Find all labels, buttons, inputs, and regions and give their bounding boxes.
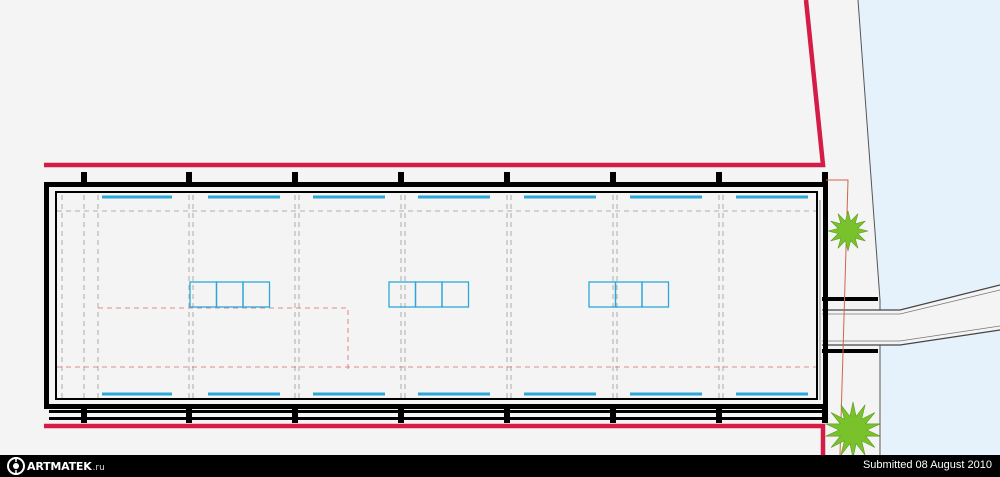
floor-plan bbox=[44, 0, 1000, 455]
column-marker bbox=[398, 409, 404, 423]
footer-bar: ARTMATEK .ru Submitted 08 August 2010 bbox=[0, 455, 1000, 477]
column-marker bbox=[186, 172, 192, 183]
column-marker bbox=[822, 409, 828, 423]
shoreline bbox=[857, 0, 881, 301]
skylight-pane bbox=[641, 281, 670, 308]
column-marker bbox=[716, 172, 722, 183]
artmatek-logo-icon bbox=[7, 457, 25, 475]
skylight-pane bbox=[414, 281, 443, 308]
skylight-pane bbox=[588, 281, 617, 308]
site-boundary bbox=[44, 0, 826, 455]
water-area bbox=[858, 0, 1000, 455]
skylight-pane bbox=[614, 281, 643, 308]
column-marker bbox=[610, 172, 616, 183]
column-marker bbox=[398, 172, 404, 183]
tree-icon bbox=[827, 210, 869, 252]
site-logo[interactable]: ARTMATEK .ru bbox=[6, 456, 105, 476]
column-marker bbox=[822, 172, 828, 183]
skylight-pane bbox=[242, 281, 271, 308]
skylights bbox=[189, 281, 670, 308]
structural-walls bbox=[44, 172, 828, 420]
pier-walkway bbox=[822, 284, 1000, 353]
column-marker bbox=[292, 409, 298, 423]
column-markers bbox=[81, 172, 828, 423]
submission-date: Submitted 08 August 2010 bbox=[862, 459, 992, 471]
entrance-frame bbox=[826, 179, 849, 455]
column-marker bbox=[504, 409, 510, 423]
skylight-pane bbox=[441, 281, 470, 308]
column-marker bbox=[716, 409, 722, 423]
column-marker bbox=[292, 172, 298, 183]
logo-name: ARTMATEK bbox=[27, 459, 92, 473]
glazing-strips bbox=[102, 195, 808, 396]
tree-icon bbox=[825, 401, 881, 455]
skylight-pane bbox=[215, 281, 244, 308]
column-marker bbox=[81, 172, 87, 183]
column-marker bbox=[610, 409, 616, 423]
skylight-pane bbox=[189, 281, 218, 308]
logo-tld: .ru bbox=[92, 462, 105, 473]
guide-lines bbox=[57, 195, 818, 398]
column-marker bbox=[81, 409, 87, 423]
guide-line bbox=[98, 307, 349, 370]
column-marker bbox=[186, 409, 192, 423]
skylight-pane bbox=[388, 281, 417, 308]
column-marker bbox=[504, 172, 510, 183]
